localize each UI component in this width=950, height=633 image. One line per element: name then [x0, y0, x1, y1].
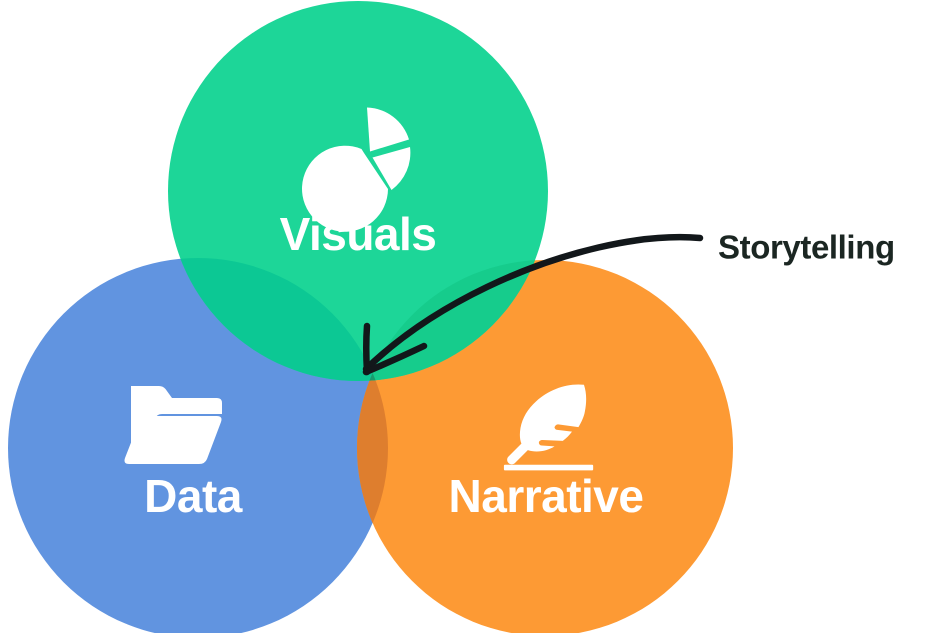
label-visuals: Visuals	[280, 208, 437, 260]
label-data: Data	[144, 470, 243, 522]
label-narrative: Narrative	[449, 470, 644, 522]
callout-label-storytelling: Storytelling	[718, 229, 895, 266]
callout-arrow	[362, 234, 704, 376]
overlap-visuals-narrative	[357, 260, 548, 381]
overlap-visuals-data	[168, 258, 388, 381]
